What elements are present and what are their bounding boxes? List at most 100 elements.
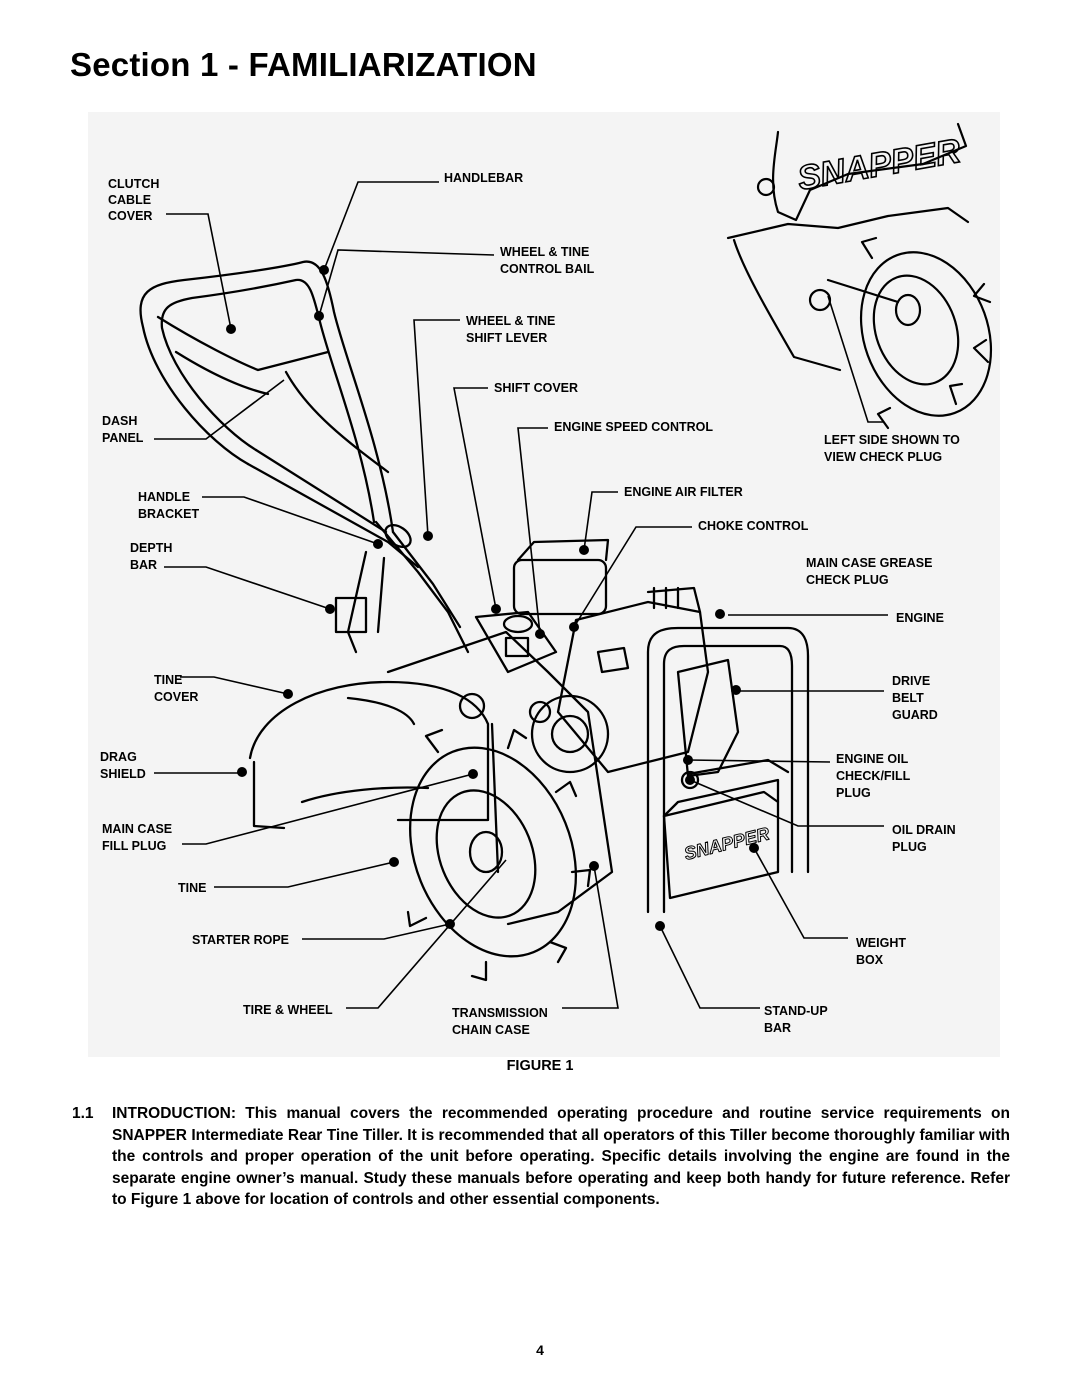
handle-bracket: [374, 520, 470, 654]
label-main-case-fill-plug: MAIN CASE FILL PLUG: [102, 822, 176, 853]
inset-tine-shield: [732, 238, 842, 372]
label-starter-rope: STARTER ROPE: [192, 933, 289, 947]
label-handlebar: HANDLEBAR: [444, 171, 523, 185]
bracket-ring: [384, 523, 412, 549]
section-number: 1.1: [72, 1105, 94, 1122]
leader-engine-oil: [687, 759, 831, 763]
leader-weight-box: [753, 847, 848, 939]
section-title: Section 1 - FAMILIARIZATION: [70, 46, 537, 83]
figure-1-tiller-diagram: SNAPPER: [88, 112, 1000, 1057]
figure-caption: FIGURE 1: [506, 1058, 574, 1074]
inset-tread: [860, 236, 992, 430]
tiller-illustration: SNAPPER: [88, 112, 1000, 1057]
leader-grease-plug: [827, 295, 884, 423]
label-tire-wheel: TIRE & WHEEL: [243, 1003, 333, 1017]
tire: [408, 746, 578, 958]
leader-lines: [154, 181, 888, 1009]
tine-cover: [248, 680, 490, 822]
tine-cover-lip: [300, 786, 430, 804]
label-drag-shield: DRAG SHIELD: [100, 750, 146, 781]
label-main-case-grease-check-plug: MAIN CASE GREASE CHECK PLUG: [806, 556, 936, 587]
leader-tire-wheel: [346, 859, 507, 1009]
leader-oil-drain: [689, 779, 884, 827]
dash-panel-plate: [474, 610, 558, 674]
label-clutch-cable-cover: CLUTCH CABLE COVER: [108, 177, 163, 223]
leader-tine-cover: [180, 676, 289, 695]
leader-tine: [214, 861, 395, 888]
leader-shift-cover: [453, 387, 497, 610]
label-transmission-chain-case: TRANSMISSION CHAIN CASE: [452, 1006, 551, 1037]
main-case-fill-plug: [458, 692, 486, 720]
label-stand-up-bar: STAND-UP BAR: [764, 1004, 831, 1035]
handle-crossbar: [174, 350, 270, 396]
inset-hub: [894, 293, 922, 327]
dot-drive-belt-guard: [731, 685, 741, 695]
label-engine-oil-check-fill-plug: ENGINE OIL CHECK/FILL PLUG: [836, 752, 914, 800]
leader-choke: [573, 526, 692, 628]
leader-clutch-cable-cover: [166, 213, 232, 330]
air-filter-lid: [516, 538, 610, 562]
recoil-starter: [530, 694, 610, 774]
cylinder-fins: [646, 586, 702, 614]
oil-drain-plug: [680, 770, 700, 790]
inset-tire: [859, 251, 993, 417]
label-oil-drain-plug: OIL DRAIN PLUG: [892, 823, 959, 854]
stand-up-bar: [646, 626, 810, 914]
leader-stand-up-bar: [659, 925, 760, 1009]
inset-upper-housing: [772, 122, 968, 222]
weight-box-top: [662, 778, 780, 818]
hub: [468, 830, 504, 874]
leader-shift-lever: [413, 319, 460, 537]
label-tine-cover: TINE COVER: [154, 673, 198, 704]
label-engine-air-filter: ENGINE AIR FILTER: [624, 485, 743, 499]
depth-bar: [334, 596, 368, 634]
leader-transmission: [562, 865, 619, 1009]
leader-handlebar: [323, 181, 439, 271]
clutch-cable: [284, 370, 390, 474]
label-handle-bracket: HANDLE BRACKET: [138, 490, 199, 521]
leader-dash-panel: [154, 379, 285, 440]
figure-background: [88, 112, 1000, 1057]
handlebar-outer: [139, 260, 395, 534]
leader-engine-speed-control: [517, 427, 548, 635]
leader-air-filter: [583, 491, 618, 551]
introduction-text: INTRODUCTION: This manual covers the rec…: [112, 1105, 1010, 1208]
figure-labels: CLUTCH CABLE COVER HANDLEBAR WHEEL & TIN…: [100, 171, 963, 1037]
introduction-paragraph: 1.1 INTRODUCTION: This manual covers the…: [72, 1103, 1010, 1211]
stand-up-bar-inner: [662, 644, 794, 914]
label-choke-control: CHOKE CONTROL: [698, 519, 809, 533]
oil-fill-tube: [686, 758, 790, 776]
leader-depth-bar: [164, 566, 331, 610]
label-shift-cover: SHIFT COVER: [494, 381, 578, 395]
dot-engine: [715, 609, 725, 619]
label-control-bail: WHEEL & TINE CONTROL BAIL: [500, 245, 595, 276]
label-drive-belt-guard: DRIVE BELT GUARD: [892, 674, 938, 722]
leader-starter-rope: [302, 923, 451, 940]
page-number: 4: [536, 1342, 544, 1358]
handlebar-inner: [160, 278, 376, 524]
inset-rim: [872, 274, 960, 386]
leader-handle-bracket: [202, 496, 379, 545]
inset-bolt: [756, 177, 776, 197]
label-engine-speed-control: ENGINE SPEED CONTROL: [554, 420, 713, 434]
leader-main-case-fill: [182, 773, 474, 845]
tine-cover-ridge: [346, 696, 416, 726]
leader-control-bail: [318, 249, 495, 317]
inset-housing-edge: [726, 206, 970, 240]
rim: [435, 789, 537, 919]
left-side-inset: [726, 122, 993, 430]
label-tine: TINE: [178, 881, 206, 895]
engine-air-filter: [512, 558, 608, 616]
starter-handle: [528, 700, 552, 724]
engine-block: [556, 600, 710, 774]
control-bail: [156, 315, 330, 372]
transmission-case: [386, 630, 614, 926]
label-shift-lever: WHEEL & TINE SHIFT LEVER: [466, 314, 559, 345]
label-dash-panel: DASH PANEL: [102, 414, 144, 445]
shift-cover: [502, 614, 534, 634]
case-seam: [490, 722, 500, 874]
inset-axle: [826, 278, 900, 304]
label-left-side-note: LEFT SIDE SHOWN TO VIEW CHECK PLUG: [824, 433, 963, 464]
engine-label: [596, 646, 630, 674]
label-engine: ENGINE: [896, 611, 944, 625]
